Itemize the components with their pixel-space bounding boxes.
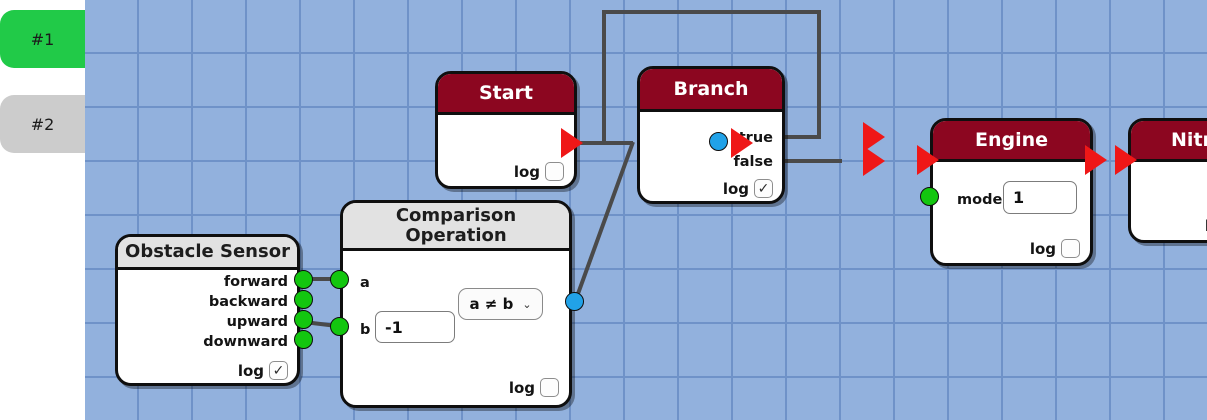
node-nitro-exec-in-port[interactable]	[1115, 145, 1137, 175]
node-nitro-log-row: log	[1205, 216, 1207, 235]
node-start-header: Start	[438, 74, 574, 115]
node-graph-canvas[interactable]: Start log Branch true false log ✓ Engine	[85, 0, 1207, 420]
node-branch-body: true false log ✓	[640, 112, 782, 201]
node-branch-exec-in-port[interactable]	[731, 128, 753, 158]
node-branch-true-out-port[interactable]	[863, 122, 885, 152]
comparison-in-port-a[interactable]	[330, 270, 349, 289]
node-start-body: log	[438, 115, 574, 186]
node-obstacle-sensor-log-label: log	[237, 361, 264, 380]
node-obstacle-sensor-title: Obstacle Sensor	[125, 241, 290, 263]
comparison-out-port-result[interactable]	[565, 292, 584, 311]
node-branch-false-label: false	[733, 154, 773, 170]
node-nitro-body: log	[1131, 162, 1207, 240]
node-engine-log-checkbox[interactable]	[1061, 239, 1080, 258]
node-engine-exec-out-port[interactable]	[1085, 145, 1107, 175]
node-branch-condition-in-port[interactable]	[709, 132, 728, 151]
sensor-out-label-upward: upward	[226, 314, 288, 330]
comparison-input-a-label: a	[360, 275, 370, 291]
sensor-out-port-downward[interactable]	[294, 330, 313, 349]
comparison-input-b-label: b	[360, 322, 371, 338]
tab-sheet-1[interactable]: #1	[0, 10, 85, 68]
node-nitro[interactable]: Nitro log	[1128, 118, 1207, 243]
node-start-log-row: log	[514, 162, 564, 181]
node-engine[interactable]: Engine mode 1 log	[930, 118, 1093, 266]
sensor-out-label-forward: forward	[223, 274, 288, 290]
node-nitro-header: Nitro	[1131, 121, 1207, 162]
tab-sheet-1-label: #1	[30, 29, 55, 49]
node-engine-mode-label: mode	[957, 192, 1003, 208]
node-comparison-title-line2: Operation	[405, 224, 507, 246]
node-engine-body: mode 1 log	[933, 162, 1090, 263]
node-comparison-operation[interactable]: Comparison Operation a b -1 a ≠ b ⌄ log	[340, 200, 572, 408]
sensor-out-port-backward[interactable]	[294, 290, 313, 309]
node-engine-title: Engine	[974, 128, 1049, 151]
chevron-down-icon: ⌄	[522, 297, 532, 311]
sensor-out-label-backward: backward	[208, 294, 288, 310]
comparison-in-port-b[interactable]	[330, 317, 349, 336]
node-branch-log-checkbox[interactable]: ✓	[754, 179, 773, 198]
node-engine-log-row: log	[1030, 239, 1080, 258]
sensor-out-label-downward: downward	[203, 334, 288, 350]
node-start-title: Start	[478, 81, 534, 104]
node-branch-title: Branch	[673, 77, 749, 100]
node-nitro-title: Nitro	[1171, 128, 1207, 151]
node-obstacle-sensor-body: forward backward upward downward log ✓	[118, 270, 297, 383]
node-nitro-log-label: log	[1205, 217, 1207, 235]
tab-sheet-2-label: #2	[30, 114, 55, 134]
node-engine-log-label: log	[1029, 239, 1056, 258]
sensor-out-port-forward[interactable]	[294, 270, 313, 289]
node-comparison-body: a b -1 a ≠ b ⌄ log	[343, 251, 569, 405]
node-obstacle-sensor-log-row: log ✓	[238, 361, 288, 380]
node-branch-log-row: log ✓	[723, 179, 773, 198]
node-comparison-log-checkbox[interactable]	[540, 378, 559, 397]
node-start-log-label: log	[513, 162, 540, 181]
comparison-operator-select[interactable]: a ≠ b ⌄	[458, 288, 543, 320]
node-engine-exec-in-port[interactable]	[917, 145, 939, 175]
node-obstacle-sensor[interactable]: Obstacle Sensor forward backward upward …	[115, 234, 300, 386]
node-engine-mode-input[interactable]: 1	[1003, 181, 1077, 214]
node-obstacle-sensor-log-checkbox[interactable]: ✓	[269, 361, 288, 380]
node-engine-mode-in-port[interactable]	[920, 187, 939, 206]
tab-rail: #1 #2	[0, 0, 85, 420]
node-start-exec-out-port[interactable]	[561, 128, 583, 158]
node-branch-log-label: log	[722, 179, 749, 198]
sensor-out-port-upward[interactable]	[294, 310, 313, 329]
node-obstacle-sensor-header: Obstacle Sensor	[118, 237, 297, 270]
node-branch-header: Branch	[640, 69, 782, 112]
node-start[interactable]: Start log	[435, 71, 577, 189]
node-comparison-header: Comparison Operation	[343, 203, 569, 251]
tab-sheet-2[interactable]: #2	[0, 95, 85, 153]
node-engine-header: Engine	[933, 121, 1090, 162]
node-comparison-title-line1: Comparison	[395, 205, 517, 227]
comparison-b-input[interactable]: -1	[375, 311, 455, 343]
node-comparison-log-label: log	[508, 378, 535, 397]
comparison-operator-value: a ≠ b	[469, 295, 514, 313]
node-start-log-checkbox[interactable]	[545, 162, 564, 181]
node-branch-false-out-port[interactable]	[863, 146, 885, 176]
node-comparison-log-row: log	[509, 378, 559, 397]
